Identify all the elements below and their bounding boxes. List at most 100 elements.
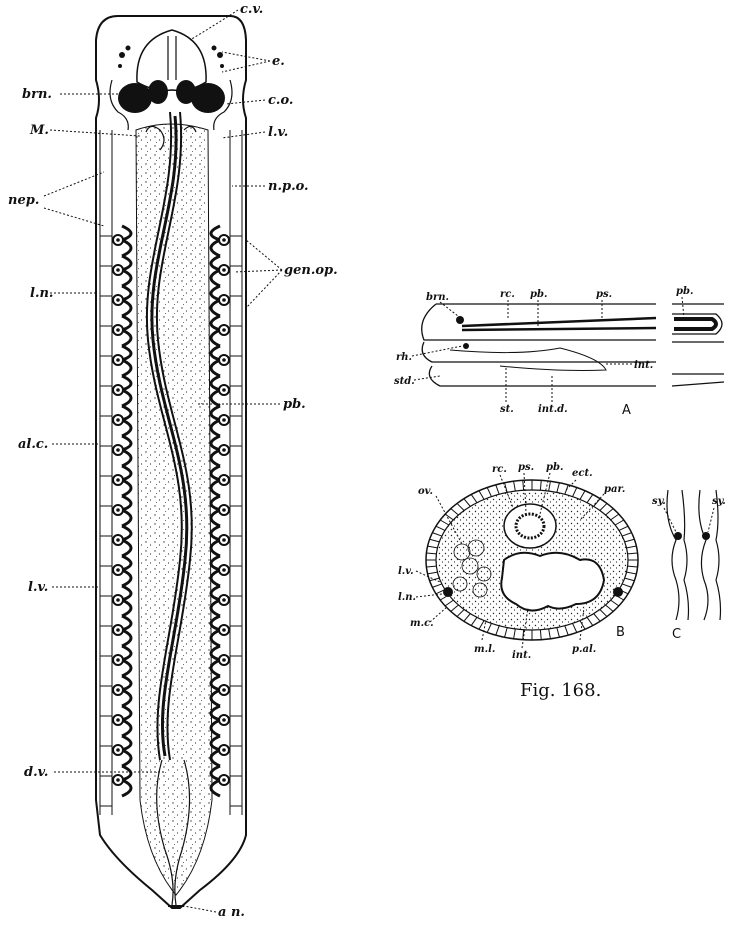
body-cavity bbox=[136, 124, 212, 895]
gonad-core bbox=[222, 388, 226, 392]
gonad-core bbox=[222, 688, 226, 692]
a-label-rh: rh. bbox=[396, 352, 412, 363]
b-label-rc: rc. bbox=[492, 464, 507, 475]
gonad-core bbox=[222, 238, 226, 242]
gonad-core bbox=[222, 568, 226, 572]
gonad-core bbox=[116, 688, 120, 692]
gonad-core bbox=[116, 538, 120, 542]
panel-a-intestine bbox=[450, 348, 606, 371]
gonad-core bbox=[116, 358, 120, 362]
gonad-core bbox=[222, 718, 226, 722]
a-label-ps: ps. bbox=[596, 289, 612, 300]
panel-c-right-tube bbox=[699, 490, 721, 620]
b-label-ln: l.n. bbox=[398, 592, 416, 603]
label-brn: brn. bbox=[22, 87, 52, 102]
label-lv-top: l.v. bbox=[268, 125, 288, 140]
a-label-intd: int.d. bbox=[538, 404, 568, 415]
panel-c-left-tube bbox=[667, 490, 689, 620]
label-dv: d.v. bbox=[24, 765, 48, 780]
gonad-core bbox=[116, 778, 120, 782]
gonad-core bbox=[222, 478, 226, 482]
gonad-core bbox=[116, 718, 120, 722]
gonad-core bbox=[116, 598, 120, 602]
b-label-pb: pb. bbox=[546, 462, 563, 473]
panel-a-fragment bbox=[672, 304, 724, 386]
panel-letter-a: A bbox=[622, 403, 631, 418]
a-label-pb: pb. bbox=[530, 289, 547, 300]
panel-letter-b: B bbox=[616, 625, 625, 640]
gonad-core bbox=[222, 538, 226, 542]
panel-b-intestine bbox=[501, 553, 604, 611]
b-label-ov: ov. bbox=[418, 486, 433, 497]
gonad-core bbox=[222, 778, 226, 782]
panel-a-body bbox=[422, 304, 656, 386]
b-label-int: int. bbox=[512, 650, 531, 661]
gonad-core bbox=[116, 478, 120, 482]
side-segments-right bbox=[230, 130, 242, 815]
gonad-core bbox=[116, 238, 120, 242]
panel-c: sy. sy. C bbox=[652, 490, 726, 642]
gonad-core bbox=[222, 748, 226, 752]
a-label-int: int. bbox=[634, 360, 653, 371]
gonad-core bbox=[116, 658, 120, 662]
panel-a-proboscis bbox=[462, 318, 656, 330]
c-label-sy-right: sy. bbox=[712, 496, 726, 507]
gonad-core bbox=[116, 568, 120, 572]
b-label-ml: m.l. bbox=[474, 644, 495, 655]
b-label-mc: m.c. bbox=[410, 618, 434, 629]
label-npo: n.p.o. bbox=[268, 179, 309, 194]
panel-a-brain-2 bbox=[463, 343, 469, 349]
gonad-core bbox=[116, 748, 120, 752]
brain-left bbox=[118, 83, 152, 113]
a-label-st: st. bbox=[500, 404, 514, 415]
a-label-rc: rc. bbox=[500, 289, 515, 300]
label-co: c.o. bbox=[268, 93, 293, 108]
head-lobe bbox=[137, 30, 206, 90]
brain-center-left bbox=[148, 80, 168, 104]
c-label-sy-left: sy. bbox=[652, 496, 666, 507]
gonad-core bbox=[116, 298, 120, 302]
gonad-core bbox=[222, 268, 226, 272]
panel-b-lateral-nerve-left bbox=[443, 587, 453, 597]
gonad-core bbox=[222, 448, 226, 452]
gonad-core bbox=[222, 358, 226, 362]
brain-center-right bbox=[176, 80, 196, 104]
a-label-pb2: pb. bbox=[676, 286, 693, 297]
figure-caption: Fig. 168. bbox=[520, 680, 601, 701]
label-genop: gen.op. bbox=[284, 263, 338, 278]
worm-drawing bbox=[96, 16, 246, 908]
label-ln: l.n. bbox=[30, 286, 53, 301]
label-e: e. bbox=[272, 54, 285, 69]
label-pb: pb. bbox=[283, 397, 306, 412]
panel-c-syncytium-right bbox=[702, 532, 710, 540]
gonad-core bbox=[222, 628, 226, 632]
brain-right bbox=[191, 83, 225, 113]
a-label-brn: brn. bbox=[426, 292, 449, 303]
panel-a-fragment-proboscis bbox=[674, 319, 716, 329]
b-label-par: par. bbox=[604, 484, 625, 495]
eye-spots bbox=[118, 46, 224, 69]
gonad-core bbox=[116, 328, 120, 332]
gonad-core bbox=[116, 628, 120, 632]
label-nep: nep. bbox=[8, 193, 39, 208]
cerebral-vessel bbox=[168, 36, 176, 80]
a-label-std: std. bbox=[394, 376, 415, 387]
label-m: M. bbox=[29, 123, 49, 138]
panel-b-rhynchocoel bbox=[504, 504, 556, 548]
gonad-core bbox=[222, 298, 226, 302]
gonad-core bbox=[116, 508, 120, 512]
panel-a: brn. rc. pb. ps. pb. rh. int. std. st. i… bbox=[394, 286, 724, 418]
side-segments-left bbox=[100, 130, 112, 815]
panel-b-lateral-nerve-right bbox=[613, 587, 623, 597]
label-alc: al.c. bbox=[18, 437, 48, 452]
gonad-core bbox=[222, 508, 226, 512]
panel-b: rc. ps. pb. ect. ov. par. l.v. l.n. m.c.… bbox=[398, 462, 638, 661]
gonad-core bbox=[116, 268, 120, 272]
label-an: a n. bbox=[218, 905, 245, 920]
gonad-core bbox=[222, 418, 226, 422]
panel-c-syncytium-left bbox=[674, 532, 682, 540]
gonad-core bbox=[116, 418, 120, 422]
label-lv-mid: l.v. bbox=[28, 580, 48, 595]
gonad-core bbox=[222, 328, 226, 332]
